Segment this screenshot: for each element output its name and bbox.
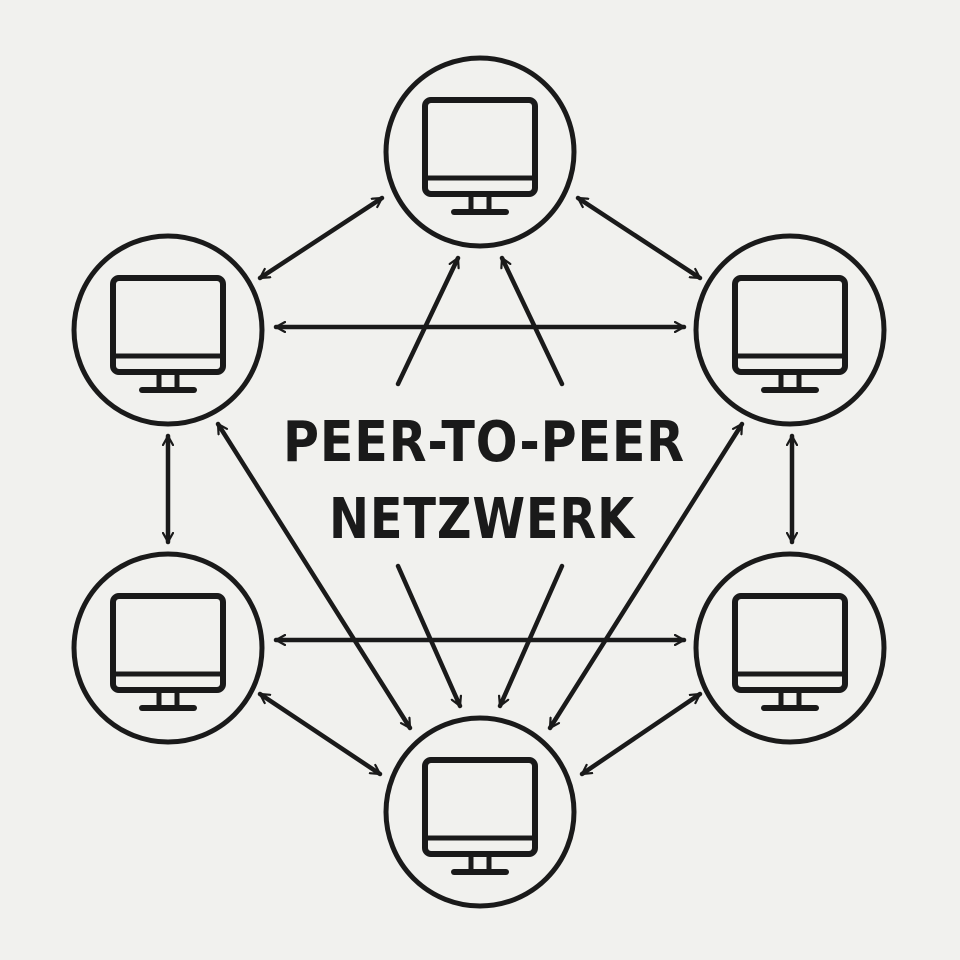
node-circle bbox=[383, 55, 577, 249]
connection-upper-right-bottom bbox=[547, 421, 745, 731]
node-circle bbox=[693, 233, 887, 427]
node-circle bbox=[71, 233, 265, 427]
connection-upper-left-bottom bbox=[215, 421, 413, 731]
connection-center-bottom-right bbox=[497, 563, 565, 709]
computer-monitor-icon bbox=[422, 97, 538, 215]
peer-node-top bbox=[383, 55, 577, 249]
diagram-title-line-2: NETZWERK bbox=[329, 487, 636, 552]
peer-node-bottom bbox=[383, 715, 577, 909]
node-circle bbox=[71, 551, 265, 745]
peer-node-upper-left bbox=[71, 233, 265, 427]
peer-node-lower-left bbox=[71, 551, 265, 745]
diagram-title-line-1: PEER-TO-PEER bbox=[283, 410, 685, 475]
computer-monitor-icon bbox=[110, 593, 226, 711]
connection-center-bottom-left bbox=[395, 563, 463, 709]
computer-monitor-icon bbox=[732, 593, 848, 711]
peer-node-lower-right bbox=[693, 551, 887, 745]
connection-upper-left-top bbox=[257, 195, 385, 281]
peer-node-upper-right bbox=[693, 233, 887, 427]
computer-monitor-icon bbox=[110, 275, 226, 393]
computer-monitor-icon bbox=[732, 275, 848, 393]
node-circle bbox=[693, 551, 887, 745]
connection-center-top-left bbox=[395, 255, 461, 387]
connection-lines bbox=[168, 195, 792, 777]
peer-nodes bbox=[71, 55, 887, 909]
connection-center-top-right bbox=[499, 255, 565, 387]
computer-monitor-icon bbox=[422, 757, 538, 875]
node-circle bbox=[383, 715, 577, 909]
connection-top-upper-right bbox=[575, 195, 703, 281]
